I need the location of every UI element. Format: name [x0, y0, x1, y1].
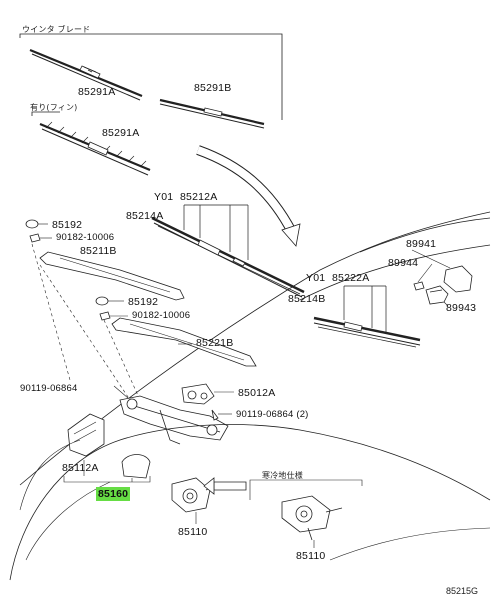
- label-90119-a: 90119-06864: [20, 383, 78, 394]
- label-85222a: 85222A: [332, 272, 370, 284]
- wiper-blade-85291a-fin: [39, 121, 151, 176]
- car-body-outline: [9, 424, 491, 581]
- wiper-motor-85110-b: [281, 495, 343, 541]
- nut-90182-a: [29, 233, 41, 243]
- label-85012a: 85012A: [238, 387, 276, 399]
- label-85212a: 85212A: [180, 191, 218, 203]
- label-85160: 85160: [96, 487, 131, 501]
- wiper-blade-85212a: [151, 216, 305, 298]
- cap-85192-a: [25, 219, 39, 229]
- wiper-linkage-85012a: [119, 383, 229, 445]
- bracket-85112a: [67, 413, 105, 457]
- label-90119-b: 90119-06864 (2): [236, 409, 309, 420]
- label-85110-b: 85110: [296, 550, 326, 562]
- label-85214a: 85214A: [126, 210, 164, 222]
- winter-blade-bracket: [19, 33, 283, 120]
- nut-90182-b: [99, 311, 111, 321]
- label-85221b: 85221B: [196, 337, 234, 349]
- washer-nozzle: [413, 265, 473, 305]
- fin-bracket: [31, 111, 60, 116]
- diagram-reference-code: 85215G: [446, 586, 479, 596]
- wiper-blade-85291b: [159, 98, 265, 129]
- label-90182-a: 90182-10006: [56, 232, 115, 243]
- label-y01-a: Y01: [154, 191, 174, 203]
- label-85214b: 85214B: [288, 293, 326, 305]
- cap-85192-b: [95, 296, 109, 306]
- label-85291b: 85291B: [194, 82, 232, 94]
- label-85112a: 85112A: [62, 462, 99, 474]
- label-85110-a: 85110: [178, 526, 208, 538]
- label-with-fin: 有り(フィン): [30, 103, 78, 112]
- highlight-85160: 85160: [96, 487, 131, 501]
- label-85211b: 85211B: [80, 245, 117, 257]
- wiper-blade-85222a: [313, 316, 421, 348]
- wiper-arm-85221b: [111, 317, 257, 367]
- label-89943: 89943: [446, 302, 477, 314]
- label-90182-b: 90182-10006: [132, 310, 191, 321]
- rubber-85160: [121, 454, 151, 479]
- wiper-arm-85211b: [39, 251, 185, 301]
- label-85192-b: 85192: [128, 296, 159, 308]
- label-cold-climate: 寒冷地仕様: [262, 471, 303, 480]
- label-89944: 89944: [388, 257, 419, 269]
- label-85291a-fin: 85291A: [102, 127, 140, 139]
- wiper-motor-85110-a: [171, 477, 219, 513]
- label-winter-blade: ウインタ ブレード: [22, 25, 91, 34]
- label-85291a-top: 85291A: [78, 86, 116, 98]
- label-89941: 89941: [406, 238, 437, 250]
- label-85192-a: 85192: [52, 219, 83, 231]
- wiper-blade-85291a-top: [29, 48, 143, 101]
- label-y01-b: Y01: [306, 272, 326, 284]
- cold-climate-arrow: [213, 481, 247, 491]
